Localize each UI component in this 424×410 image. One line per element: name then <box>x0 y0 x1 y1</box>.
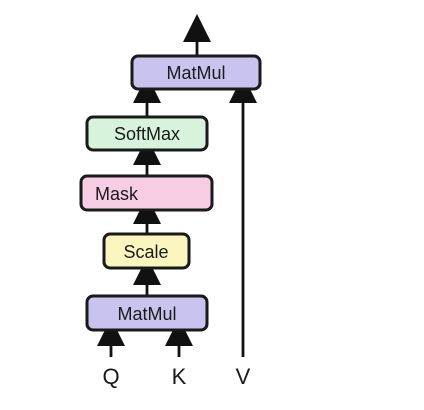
connections <box>97 14 257 357</box>
matmul-top-node: MatMul <box>130 54 262 91</box>
input-labels: Q K V <box>102 364 250 389</box>
matmul-bottom-label: MatMul <box>117 304 176 324</box>
matmul-bottom-node: MatMul <box>85 294 209 332</box>
scale-label: Scale <box>123 242 168 262</box>
scale-box <box>102 232 191 270</box>
v-label: V <box>236 364 251 389</box>
mask-node: Mask <box>79 174 214 212</box>
softmax-label: SoftMax <box>114 124 180 144</box>
k-label: K <box>172 364 187 389</box>
mask-box <box>79 174 214 212</box>
q-label: Q <box>102 364 119 389</box>
matmul-top-box <box>130 54 262 91</box>
mask-label: Mask <box>95 184 139 204</box>
softmax-box <box>85 115 209 152</box>
matmul-bottom-box <box>85 294 209 332</box>
scale-node: Scale <box>102 232 191 270</box>
matmul-top-label: MatMul <box>166 63 225 83</box>
softmax-node: SoftMax <box>85 115 209 152</box>
